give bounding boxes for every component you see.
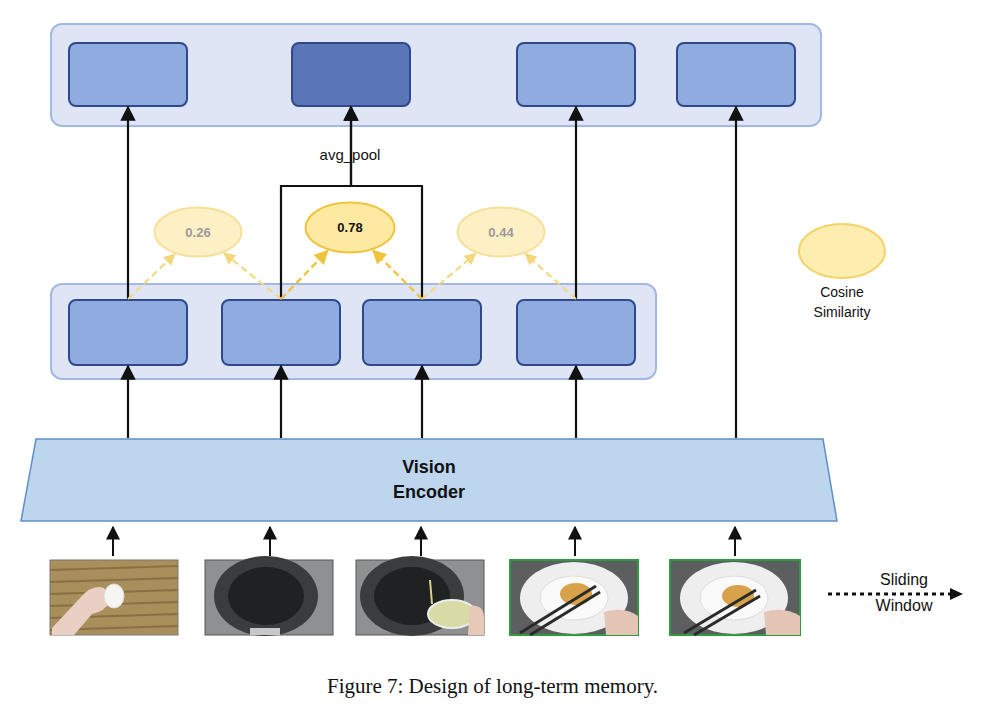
similarity-ellipse: 0.44: [456, 206, 546, 258]
feature-box: [516, 42, 636, 107]
figure-caption: Figure 7: Design of long-term memory.: [0, 674, 985, 699]
direction-label: Sliding Window: [866, 567, 942, 619]
flow-arrow: [575, 107, 577, 299]
similarity-value: 0.78: [304, 201, 396, 254]
flow-arrow: [735, 107, 737, 438]
flow-arrow: [127, 107, 129, 299]
memory-band: [50, 283, 657, 380]
legend-entry: Cosine Similarity: [790, 222, 894, 322]
input-arrow: [113, 527, 735, 556]
video-frame: [670, 560, 800, 635]
video-frame: [356, 556, 484, 636]
feature-box: [516, 299, 636, 366]
pooled-feature-box: [291, 42, 411, 107]
video-frame: [50, 560, 178, 635]
video-frame: [510, 560, 638, 635]
memory-band: [50, 23, 822, 127]
legend-text: Cosine Similarity: [802, 282, 882, 322]
video-frame: [205, 556, 333, 636]
trapezoid-outline: [20, 438, 838, 522]
operation-label: avg_pool: [300, 142, 400, 168]
encoder-trapezoid: Vision Encoder: [20, 438, 838, 522]
feature-box: [676, 42, 796, 107]
similarity-value: 0.26: [153, 206, 243, 258]
feature-box: [68, 299, 188, 366]
legend-swatch: [797, 222, 887, 280]
trapezoid-shape: [21, 439, 837, 521]
similarity-ellipse: 0.78: [304, 201, 396, 254]
feature-box: [221, 299, 341, 366]
legend-ellipse: [799, 224, 885, 278]
feature-box: [68, 42, 188, 107]
similarity-value: 0.44: [456, 206, 546, 258]
feature-box: [362, 299, 482, 366]
similarity-ellipse: 0.26: [153, 206, 243, 258]
encoder-label: Vision Encoder: [379, 455, 479, 505]
